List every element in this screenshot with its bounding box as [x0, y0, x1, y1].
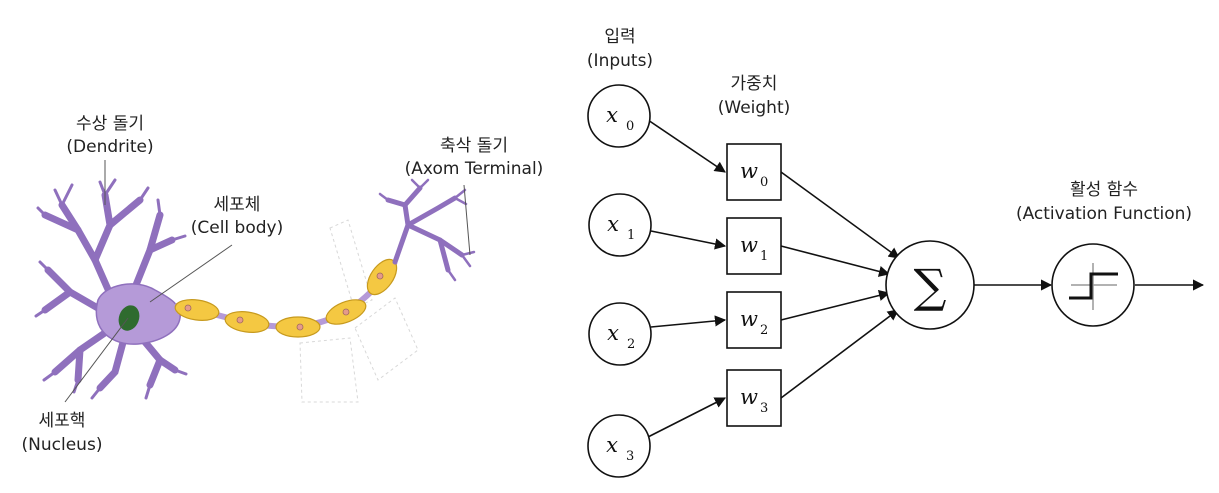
dendrites	[41, 191, 179, 392]
input-node-2: x 2	[588, 302, 652, 366]
weight-box-3-sub: 3	[760, 401, 768, 416]
dendrite-label-ko: 수상 돌기	[76, 114, 144, 134]
cellbody-label-ko: 세포체	[214, 195, 261, 215]
weight-box-3: w 3	[726, 369, 782, 427]
sigma-icon: ∑	[914, 259, 947, 313]
edge-w2-sum	[780, 290, 891, 321]
edge-x2-w2	[650, 315, 727, 328]
background-outline	[299, 219, 419, 403]
weight-box-3-var: w	[740, 385, 758, 409]
input-weight-edges	[647, 119, 727, 438]
weight-box-1: w 1	[726, 217, 782, 275]
inputs-label-en: (Inputs)	[587, 51, 653, 71]
step-function-icon	[1069, 263, 1118, 310]
leader-lines	[64, 160, 471, 403]
edge-w3-sum	[780, 309, 899, 399]
weight-box-0-sub: 0	[760, 175, 768, 190]
summation-node: ∑	[885, 240, 975, 330]
edge-w0-sum	[780, 171, 900, 259]
input-node-1: x 1	[588, 193, 652, 257]
dendrite-tips	[34, 178, 188, 400]
input-node-3-var: x	[606, 433, 618, 457]
weight-sum-edges	[780, 171, 900, 399]
weights-label-ko: 가중치	[731, 74, 778, 94]
schwann-nuclei	[184, 272, 384, 331]
activation-label-en: (Activation Function)	[1016, 204, 1192, 224]
axon-label-ko: 축삭 돌기	[440, 136, 508, 156]
input-node-3-sub: 3	[626, 449, 634, 464]
weight-box-0-var: w	[740, 159, 758, 183]
nucleus-label-en: (Nucleus)	[22, 435, 103, 455]
activation-label-ko: 활성 함수	[1070, 180, 1138, 200]
weights-label-en: (Weight)	[718, 98, 791, 118]
axon-terminal-tips	[378, 178, 476, 282]
weight-box-2: w 2	[726, 291, 782, 349]
input-node-0-sub: 0	[626, 119, 634, 134]
weight-box-2-sub: 2	[760, 323, 768, 338]
input-node-1-sub: 1	[627, 228, 635, 243]
neuron-illustration: 수상 돌기 (Dendrite) 세포체 (Cell body) 축삭 돌기 (…	[22, 114, 544, 455]
edge-x0-w0	[647, 119, 726, 173]
perceptron-diagram: 입력 (Inputs) 가중치 (Weight) 활성 함수 (Activati…	[587, 27, 1205, 478]
weight-box-2-var: w	[740, 307, 758, 331]
edge-x1-w1	[650, 230, 727, 250]
weight-box-0: w 0	[726, 143, 782, 201]
inputs-label-ko: 입력	[604, 27, 635, 47]
dendrite-label-en: (Dendrite)	[66, 137, 153, 157]
edge-w1-sum	[780, 245, 891, 277]
input-node-2-sub: 2	[627, 337, 635, 352]
input-node-0-var: x	[606, 103, 618, 127]
activation-node	[1051, 243, 1135, 327]
input-node-2-var: x	[607, 321, 619, 345]
input-node-3: x 3	[587, 414, 651, 478]
edge-x3-w3	[647, 397, 726, 438]
cellbody-label-en: (Cell body)	[191, 218, 284, 238]
nucleus-label-ko: 세포핵	[39, 411, 86, 431]
input-node-0: x 0	[587, 84, 651, 148]
axon-label-en: (Axom Terminal)	[405, 159, 544, 179]
input-node-1-var: x	[607, 212, 619, 236]
weight-box-1-var: w	[740, 233, 758, 257]
weight-box-1-sub: 1	[760, 249, 768, 264]
axon-terminal	[385, 185, 465, 273]
